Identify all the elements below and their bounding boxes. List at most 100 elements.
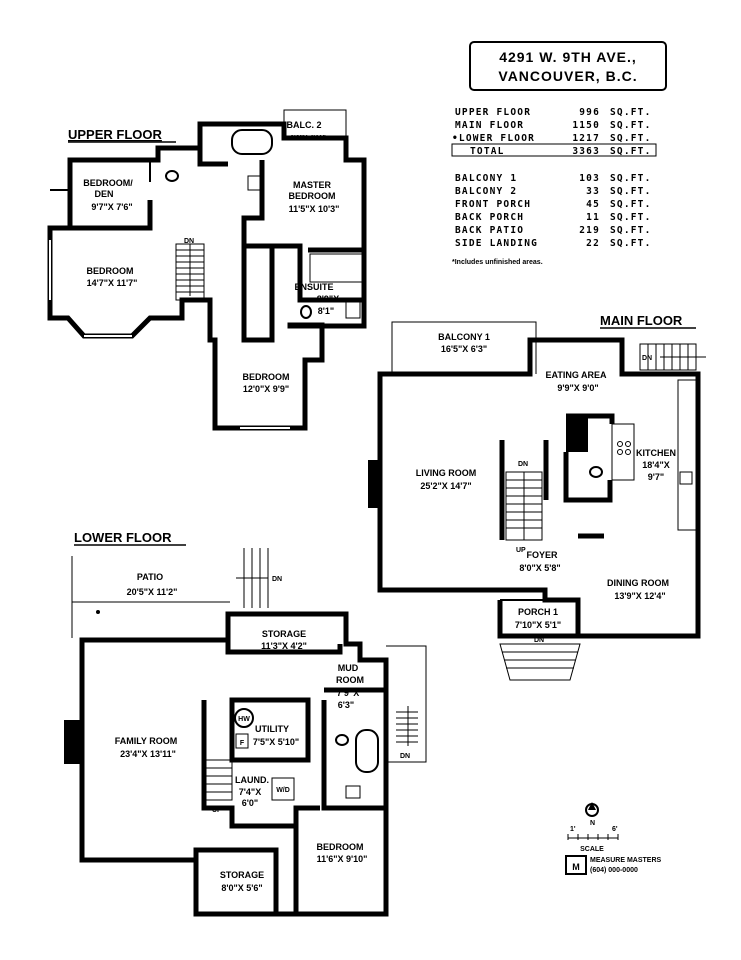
north-label: N (590, 820, 595, 827)
upper-floor-title: UPPER FLOOR (68, 127, 163, 142)
main-stairs-up-label: UP (516, 547, 526, 554)
area-total-unit: SQ.FT. (610, 146, 652, 157)
main-stairs (505, 471, 543, 541)
main-foyer-name: FOYER (526, 550, 558, 560)
main-floor-plan: DN DN DN UP (368, 321, 706, 681)
upper-den-wall (67, 160, 153, 231)
extra-back-porch-value: 11 (586, 212, 600, 223)
upper-bathtub-icon (231, 129, 273, 155)
upper-master-name: MASTER (293, 180, 332, 190)
main-porch-dn-label: DN (534, 637, 544, 644)
upper-bedroom1-name: BEDROOM (87, 266, 134, 276)
main-stairs-dn-label: DN (518, 461, 528, 468)
logo-line2: (604) 000-0000 (590, 867, 638, 874)
main-porch1-name: PORCH 1 (518, 607, 558, 617)
area-row-lower-value: 1217 (572, 133, 600, 144)
main-living-name: LIVING ROOM (416, 468, 477, 478)
main-foyer-dim: 8'0"X 5'8" (519, 563, 560, 573)
lower-patio-outline (71, 556, 230, 638)
lower-floor-plan: DN DN UP (64, 548, 427, 917)
lower-utility-dim: 7'5"X 5'10" (253, 737, 299, 747)
upper-master-dim: 11'5"X 10'3" (289, 204, 340, 214)
extra-back-patio-name: BACK PATIO (455, 225, 524, 236)
main-porch-steps (499, 643, 581, 681)
upper-bedroom2-dim: 12'0"X 9'9" (243, 384, 289, 394)
extra-balcony1-name: BALCONY 1 (455, 173, 517, 184)
logo-mark-box (565, 855, 587, 875)
lower-bedroom-name: BEDROOM (317, 842, 364, 852)
main-eating-dim: 9'9"X 9'0" (557, 383, 598, 393)
upper-floor-plan: DN BALC. 2 6'8"X 4'11" BEDROOM/ DEN 9'7"… (47, 109, 367, 431)
upper-den-name2: DEN (94, 189, 113, 199)
company-logo: M MEASURE MASTERS (604) 000-0000 (565, 855, 662, 875)
extra-back-patio-value: 219 (579, 225, 600, 236)
area-row-main-value: 1150 (572, 120, 600, 131)
upper-balc2-dim: 6'8"X 4'11" (290, 135, 326, 142)
area-total-value: 3363 (572, 146, 600, 157)
upper-balc2-name: BALC. 2 (286, 120, 321, 130)
main-eating-name: EATING AREA (545, 370, 607, 380)
area-row-main-unit: SQ.FT. (610, 120, 652, 131)
extra-balcony2-value: 33 (586, 186, 600, 197)
scale-left-label: 1' (570, 826, 576, 833)
upper-ensuite-name: ENSUITE (294, 282, 333, 292)
upper-den-dim: 9'7"X 7'6" (91, 202, 132, 212)
lower-mud-dim: 7'9"X (337, 688, 359, 698)
upper-ensuite-dim2: 8'1" (318, 306, 334, 316)
area-row-lower-name: •LOWER FLOOR (452, 133, 535, 144)
logo-line1: MEASURE MASTERS (590, 857, 662, 864)
extra-balcony2-unit: SQ.FT. (610, 186, 652, 197)
lower-utility-wall (201, 700, 320, 829)
main-balcony1-dim: 16'5"X 6'3" (441, 344, 487, 354)
upper-stairs (175, 243, 205, 301)
lower-mud-dim2: 6'3" (338, 700, 354, 710)
extra-front-porch-value: 45 (586, 199, 600, 210)
main-porch-wall (497, 600, 578, 639)
scale-right-label: 6' (612, 826, 618, 833)
extra-balcony2-name: BALCONY 2 (455, 186, 517, 197)
main-side-steps (639, 343, 706, 371)
extra-back-porch-unit: SQ.FT. (610, 212, 652, 223)
lower-storage2-name: STORAGE (220, 870, 264, 880)
main-balcony1-outline (391, 321, 537, 374)
upper-sink-icon (247, 175, 261, 191)
upper-closet-wall (241, 246, 275, 343)
area-note: *Includes unfinished areas. (452, 259, 543, 266)
extra-balcony1-unit: SQ.FT. (610, 173, 652, 184)
address-line2: VANCOUVER, B.C. (498, 68, 637, 84)
lower-family-name: FAMILY ROOM (115, 736, 178, 746)
extra-back-patio-unit: SQ.FT. (610, 225, 652, 236)
lower-laund-dim2: 6'0" (242, 798, 258, 808)
lower-furnace-icon (235, 733, 249, 749)
area-total-name: TOTAL (470, 146, 505, 157)
lower-laundry-wall (229, 697, 311, 763)
lower-landing-steps (396, 706, 418, 746)
upper-shower-icon (309, 253, 363, 283)
address-box: 4291 W. 9TH AVE., VANCOUVER, B.C. (469, 41, 667, 91)
lower-fireplace-icon (64, 720, 80, 764)
lower-landing-outline (386, 645, 427, 763)
lower-bathtub-icon (355, 729, 379, 773)
lower-storage1-name: STORAGE (262, 629, 306, 639)
lower-stairs-up-label: UP (212, 807, 222, 814)
lower-landing-dn-label: DN (400, 753, 410, 760)
lower-laund-dim: 7'4"X (239, 787, 261, 797)
lower-storage1-wall (225, 640, 343, 655)
total-box (451, 143, 657, 157)
main-sink-icon (679, 471, 693, 485)
main-island-icon (611, 423, 635, 481)
lower-patio-steps (236, 548, 269, 608)
lower-mud-name: MUD (338, 663, 359, 673)
lower-toilet-icon (335, 734, 349, 746)
lower-washer-dryer-icon (271, 777, 295, 801)
upper-master-name2: BEDROOM (289, 191, 336, 201)
extra-front-porch-name: FRONT PORCH (455, 199, 531, 210)
main-dining-dim: 13'9"X 12'4" (614, 591, 665, 601)
extra-balcony1-value: 103 (579, 173, 600, 184)
main-fireplace-icon (368, 460, 382, 508)
upper-bedroom1-dim: 14'7"X 11'7" (87, 278, 138, 288)
lower-utility-name: UTILITY (255, 724, 289, 734)
area-row-upper-name: UPPER FLOOR (455, 107, 531, 118)
extra-side-landing-name: SIDE LANDING (455, 238, 538, 249)
